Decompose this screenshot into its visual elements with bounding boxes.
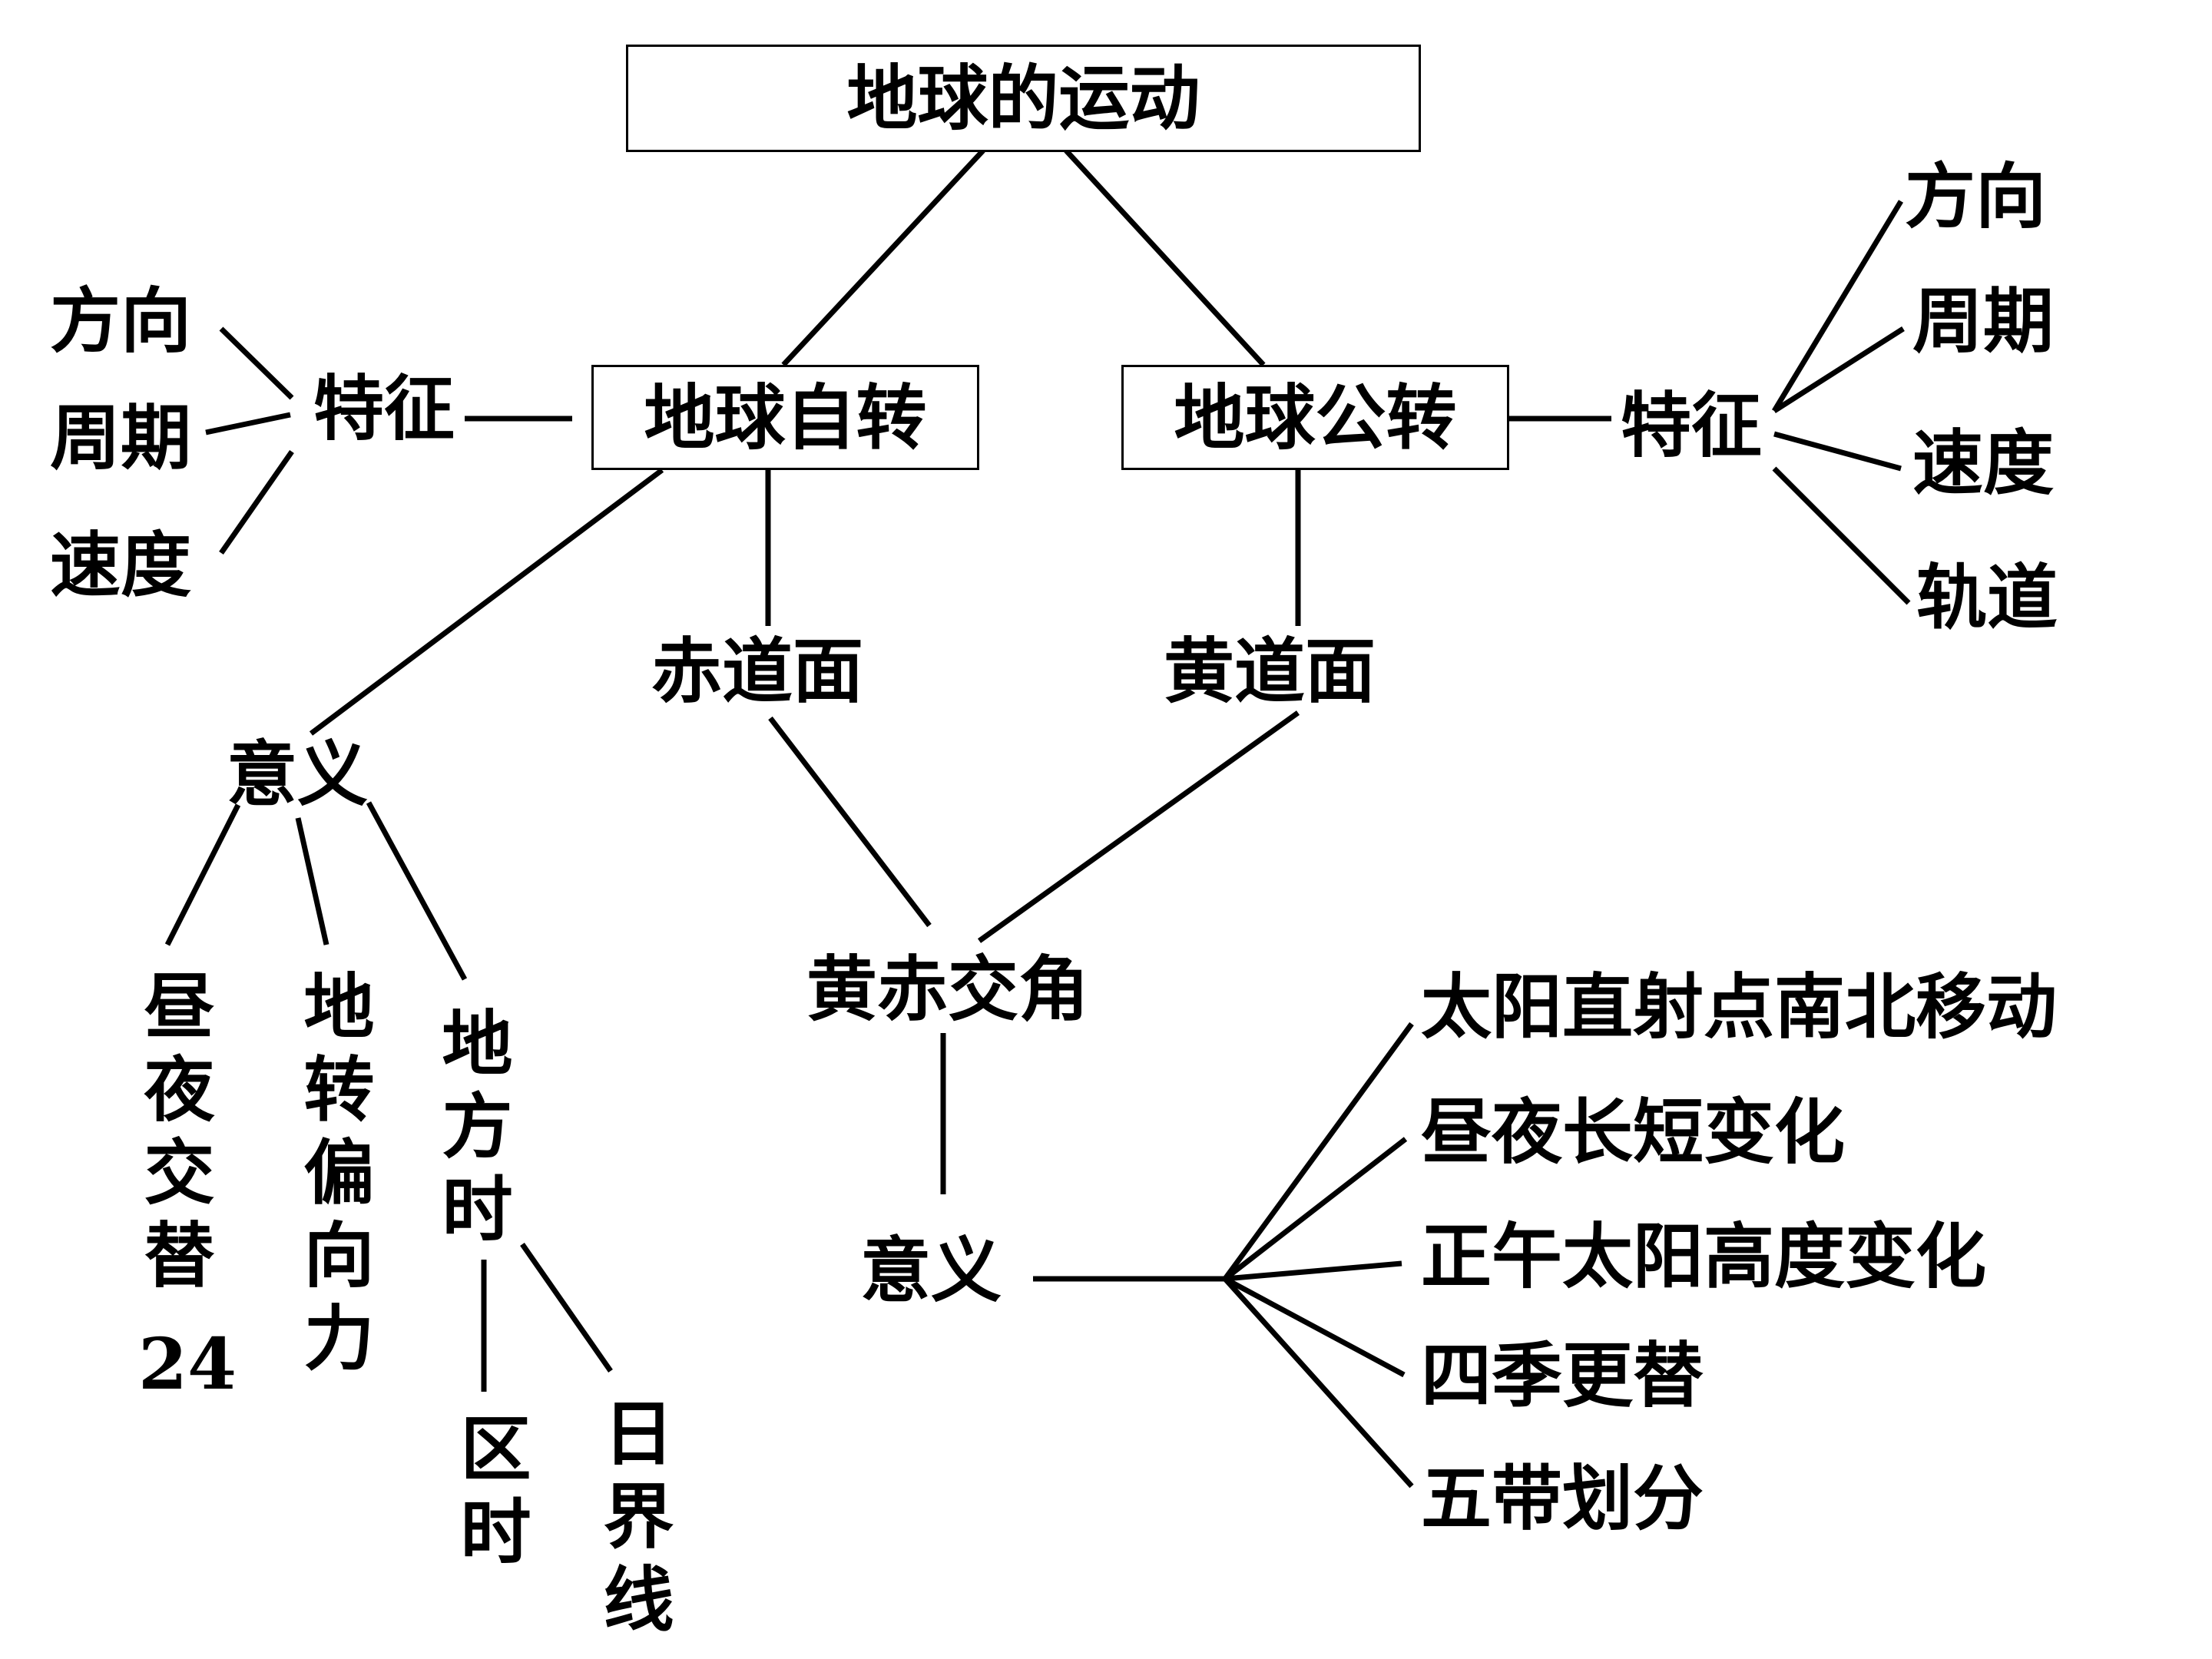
meaning-zone-time: 区时: [449, 1412, 531, 1578]
link-feature-period: [205, 412, 291, 435]
link-om-2: [1223, 1137, 1408, 1281]
rotation-meaning-label: 意义: [227, 733, 369, 816]
link-rf-direction: [1772, 200, 1903, 412]
meaning-deflection: 地转偏向力: [292, 969, 375, 1384]
link-root-revolution: [1064, 148, 1266, 367]
link-ecliptic-obliquity: [977, 710, 1300, 943]
link-equator-obliquity: [768, 716, 932, 928]
link-localtime-dateline: [520, 1242, 613, 1373]
meaning-day-night-hours: 24: [138, 1323, 237, 1406]
link-meaning-localtime: [366, 801, 468, 981]
link-om-5: [1223, 1277, 1414, 1488]
revolution-feature-direction: 方向: [1905, 155, 2047, 238]
link-rotation-meaning: [309, 468, 664, 736]
rotation-node: 地球自转: [591, 365, 979, 470]
obliquity-meaning-item: 正午太阳高度变化: [1421, 1215, 1987, 1298]
link-meaning-deflection: [295, 817, 329, 945]
link-feature-direction: [219, 326, 294, 400]
ecliptic-plane: 黄道面: [1164, 630, 1376, 713]
obliquity-node: 黄赤交角: [806, 948, 1090, 1031]
revolution-node: 地球公转: [1121, 365, 1509, 470]
rotation-feature-label: 特征: [313, 367, 455, 450]
meaning-local-time: 地方时: [430, 1006, 513, 1255]
link-om-3: [1224, 1260, 1402, 1282]
link-om-4: [1224, 1276, 1406, 1378]
revolution-feature-label: 特征: [1621, 384, 1763, 467]
link-om-1: [1223, 1022, 1414, 1281]
revolution-feature-period: 周期: [1912, 280, 2055, 363]
meaning-date-line: 日界线: [591, 1396, 674, 1645]
rotation-feature-period: 周期: [50, 396, 192, 479]
link-rf-period: [1773, 326, 1905, 413]
link-meaning-daynight: [164, 803, 241, 946]
obliquity-meaning-item: 四季更替: [1421, 1334, 1704, 1417]
rotation-feature-direction: 方向: [50, 280, 192, 363]
obliquity-meaning-item: 昼夜长短变化: [1421, 1091, 1846, 1174]
revolution-feature-orbit: 轨道: [1916, 556, 2058, 639]
link-feature-speed: [219, 449, 294, 555]
obliquity-meaning-item: 太阳直射点南北移动: [1421, 965, 2058, 1048]
rotation-feature-speed: 速度: [50, 524, 192, 607]
link-root-rotation: [781, 148, 985, 367]
root-node: 地球的运动: [626, 45, 1421, 152]
obliquity-meaning-label: 意义: [860, 1229, 1002, 1312]
revolution-feature-speed: 速度: [1912, 422, 2055, 505]
link-rf-speed: [1773, 431, 1902, 472]
obliquity-meaning-item: 五带划分: [1421, 1457, 1704, 1540]
link-rf-orbit: [1772, 466, 1911, 605]
meaning-day-night: 昼夜交替: [132, 969, 215, 1301]
equatorial-plane: 赤道面: [651, 630, 864, 713]
